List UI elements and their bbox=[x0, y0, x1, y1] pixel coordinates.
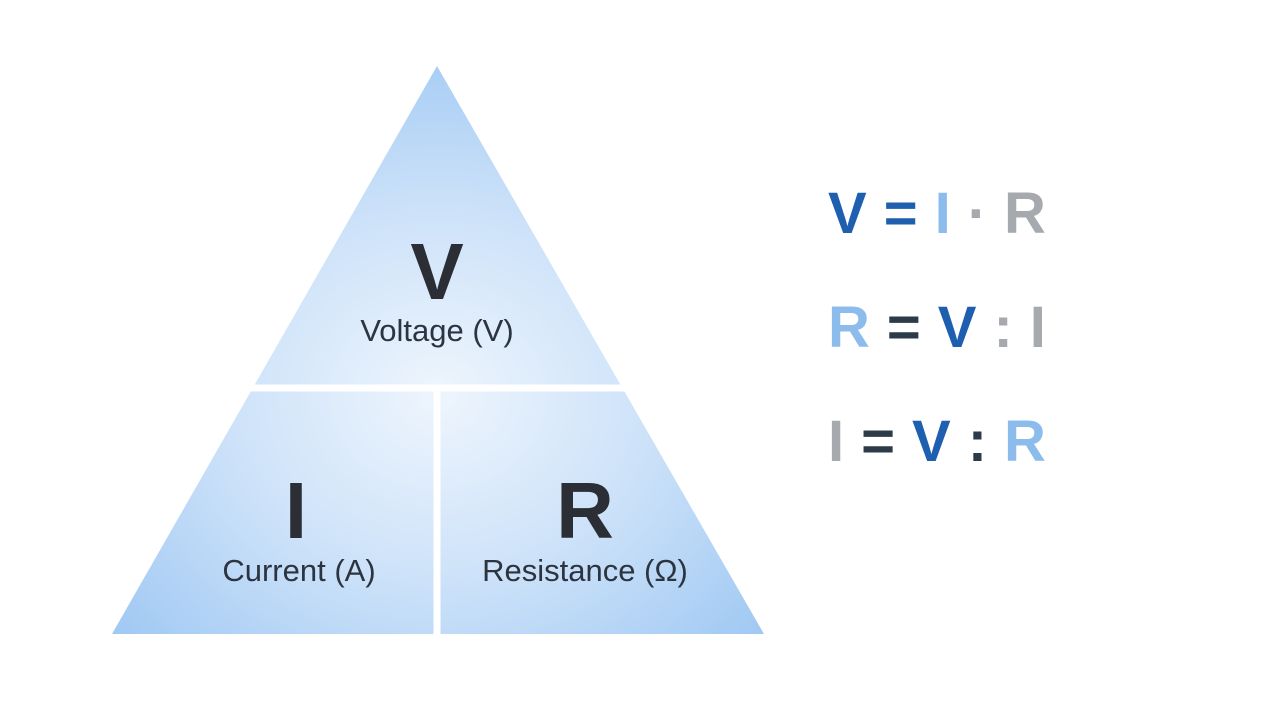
triangle-section-current: I Current (A) bbox=[222, 466, 375, 588]
formula-part: I bbox=[934, 181, 952, 246]
formula-part: R bbox=[1004, 181, 1047, 246]
formula-r-equals-v-over-i: R = V : I bbox=[828, 292, 1047, 364]
formula-part: R bbox=[828, 295, 871, 360]
ohms-law-triangle: V Voltage (V) I Current (A) R Resistance… bbox=[112, 66, 764, 634]
current-symbol: I bbox=[285, 466, 307, 555]
formula-part: V bbox=[828, 181, 868, 246]
formula-list: V = I · R R = V : I I = V : R bbox=[828, 178, 1047, 478]
formula-part: I bbox=[828, 409, 846, 474]
formula-part: V bbox=[937, 295, 978, 360]
formula-part: V bbox=[912, 409, 952, 474]
formula-part: = bbox=[861, 409, 896, 474]
triangle-graphic: V Voltage (V) I Current (A) R Resistance… bbox=[112, 66, 764, 634]
triangle-section-resistance: R Resistance (Ω) bbox=[482, 466, 688, 588]
resistance-label: Resistance (Ω) bbox=[482, 553, 688, 588]
voltage-symbol: V bbox=[410, 227, 463, 316]
resistance-symbol: R bbox=[556, 466, 614, 555]
triangle-shape bbox=[112, 66, 764, 634]
formula-part: : bbox=[993, 295, 1014, 360]
formula-part: = bbox=[886, 295, 922, 360]
formula-part: · bbox=[967, 181, 989, 246]
voltage-label: Voltage (V) bbox=[360, 313, 513, 348]
formula-i-equals-v-over-r: I = V : R bbox=[828, 406, 1047, 478]
triangle-section-voltage: V Voltage (V) bbox=[360, 227, 513, 348]
formula-part: : bbox=[967, 409, 989, 474]
formula-v-equals-ir: V = I · R bbox=[828, 178, 1047, 250]
current-label: Current (A) bbox=[222, 553, 375, 588]
formula-part: = bbox=[883, 181, 919, 246]
formula-part: R bbox=[1004, 409, 1047, 474]
formula-part: I bbox=[1029, 295, 1047, 360]
